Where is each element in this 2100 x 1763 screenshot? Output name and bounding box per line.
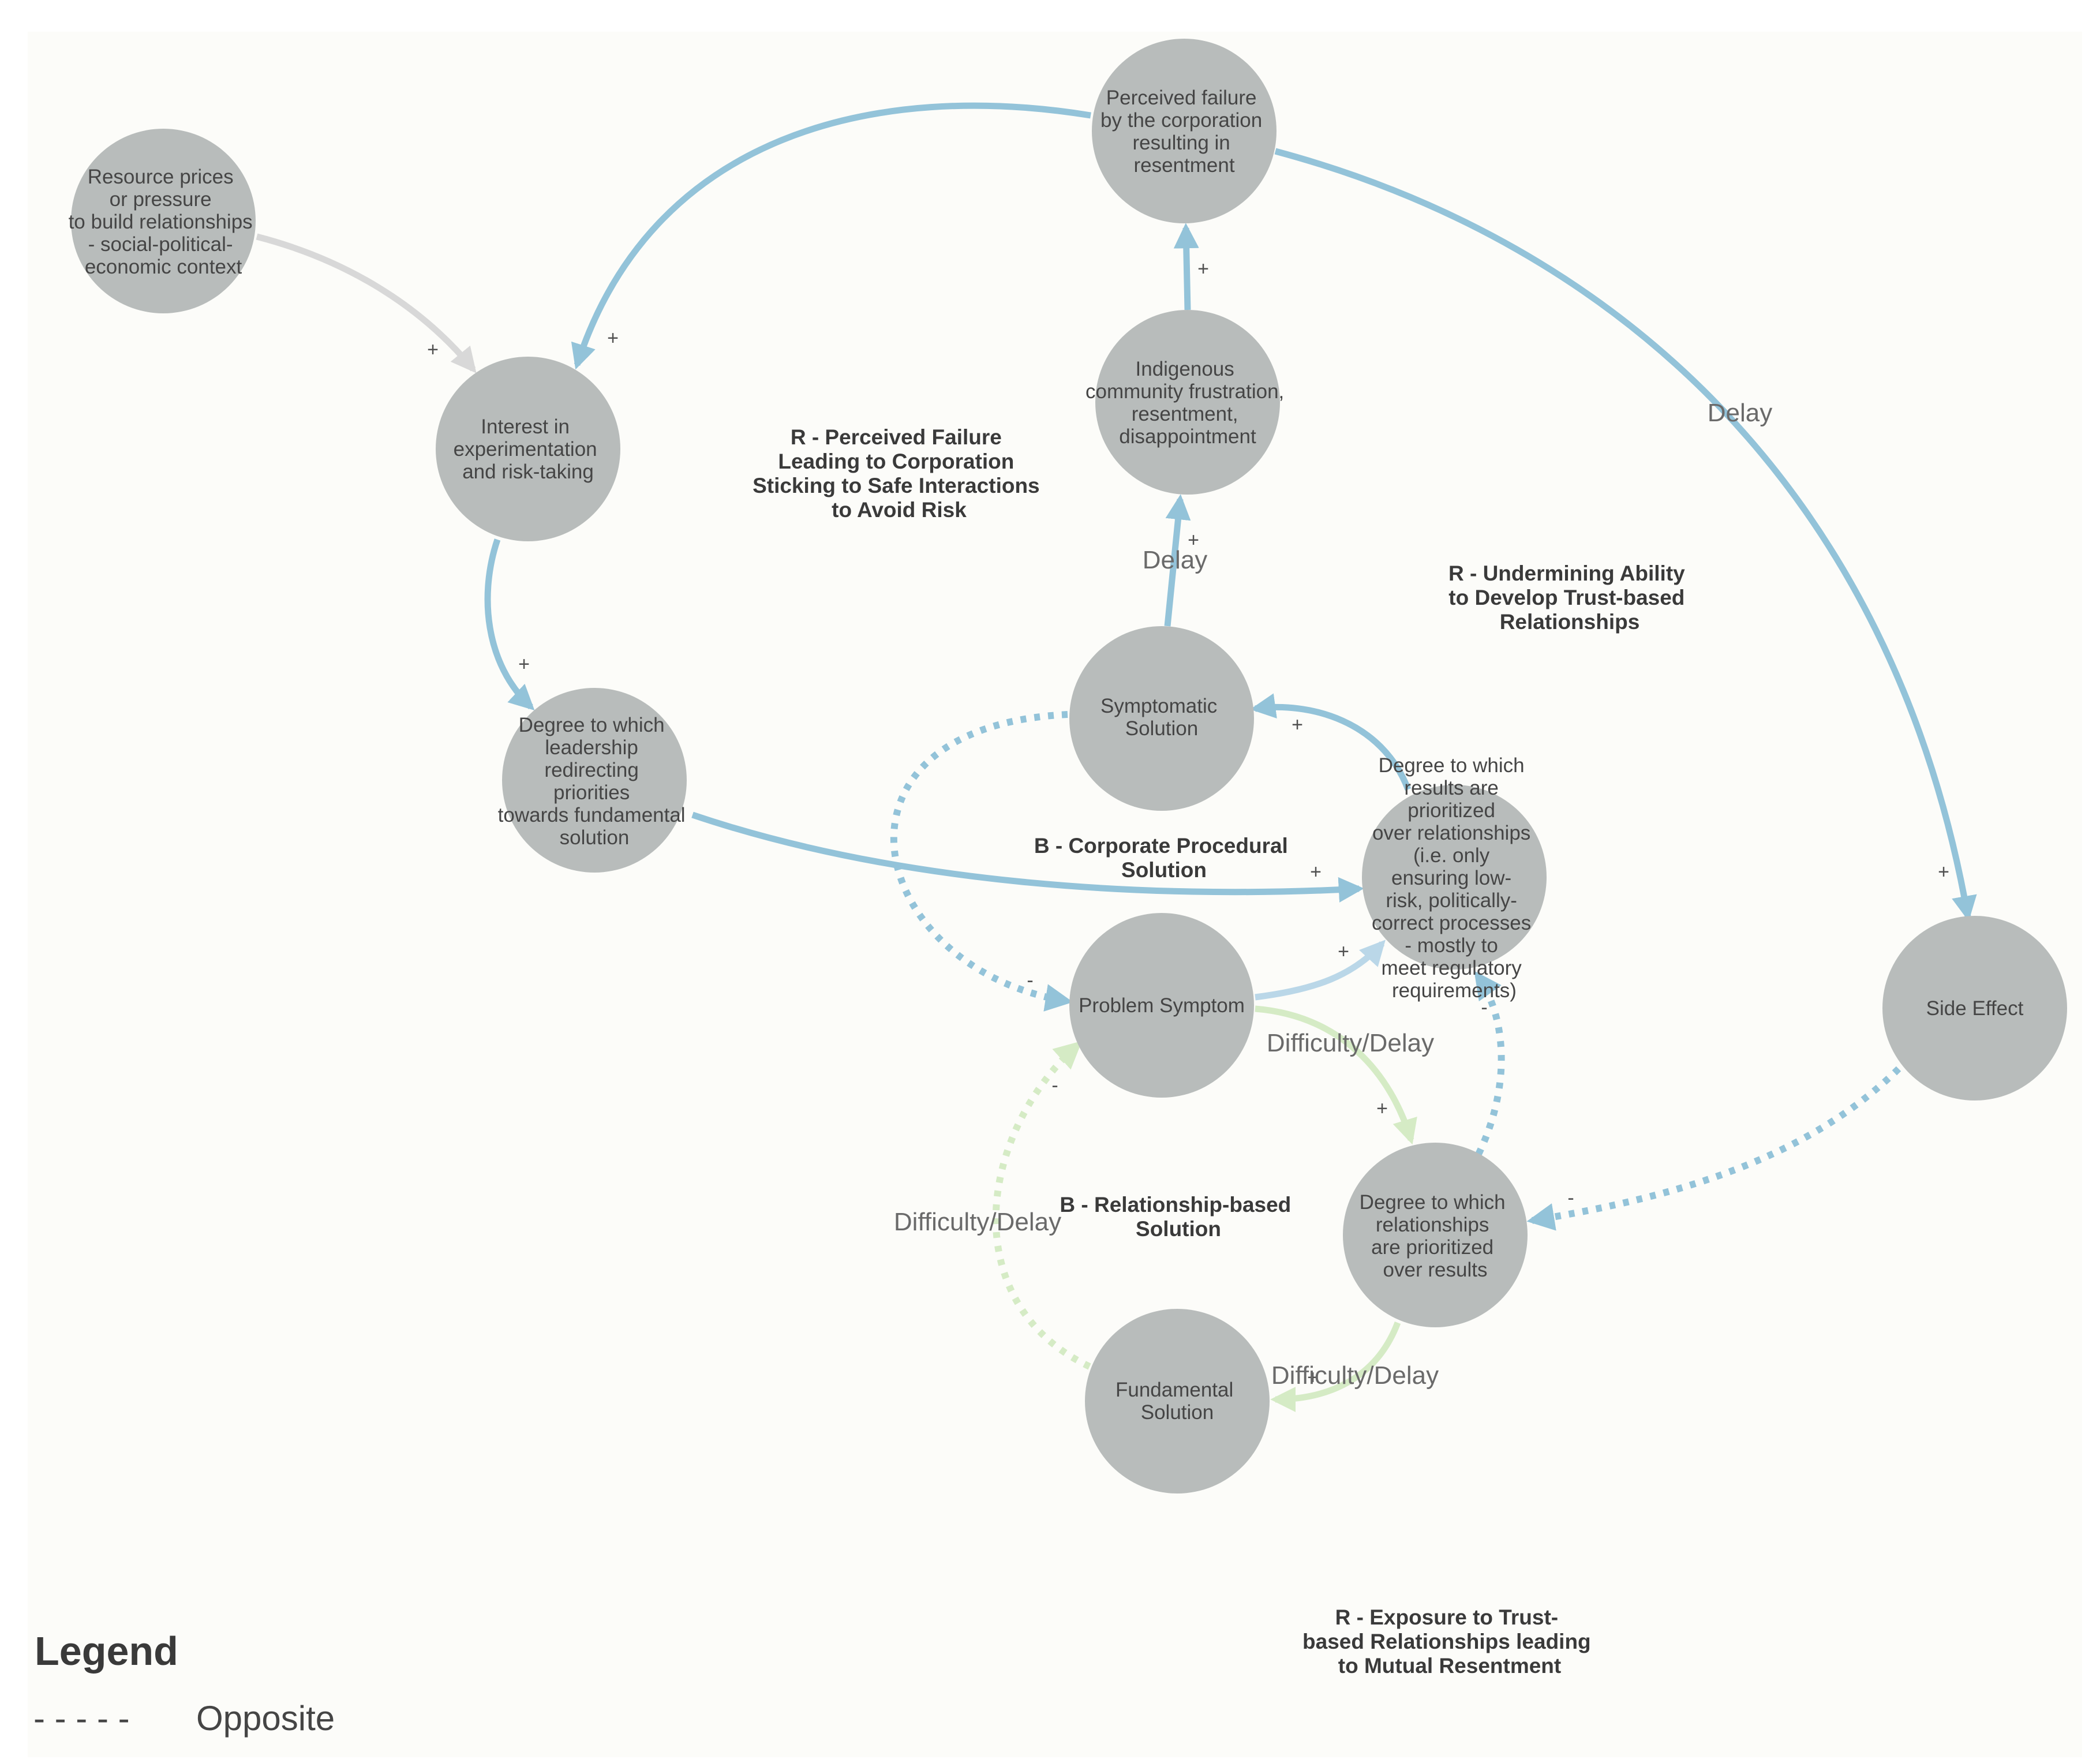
node-side-effect: Side Effect [1882, 916, 2067, 1101]
polarity-side-relationships: - [1567, 1187, 1574, 1209]
node-symptomatic-solution: Symptomatic Solution [1069, 626, 1254, 811]
node-fundamental-solution: Fundamental Solution [1085, 1309, 1270, 1494]
link-indigenous-to-perceived [1173, 223, 1199, 310]
polarity-problem-relationships: + [1376, 1098, 1388, 1120]
node-label: Degree to which relationships are priori… [1360, 1191, 1511, 1281]
node-resource-prices: Resource prices or pressure to build rel… [69, 129, 259, 313]
loop-label-undermining: R - Undermining Ability to Develop Trust… [1448, 562, 1691, 634]
node-relationships-prioritized: Degree to which relationships are priori… [1343, 1143, 1528, 1327]
polarity-symptomatic-indigenous: + [1188, 529, 1199, 551]
link-relationships-to-results [1474, 971, 1505, 1156]
polarity-interest-leadership: + [518, 653, 530, 675]
link-relationships-to-fundamental [1270, 1322, 1401, 1412]
delay-label-fundamental-problem: Difficulty/Delay [894, 1208, 1061, 1236]
polarity-symptomatic-problem: - [1027, 970, 1033, 991]
polarity-perceived-interest: + [607, 327, 619, 349]
link-symptomatic-to-problem [890, 711, 1073, 1012]
link-problem-to-relationships [1255, 1005, 1417, 1145]
node-label: Degree to which results are prioritized … [1372, 754, 1537, 1002]
node-perceived-failure: Perceived failure by the corporation res… [1092, 39, 1277, 223]
delay-label-problem-relationships: Difficulty/Delay [1267, 1029, 1434, 1057]
node-indigenous-frustration: Indigenous community frustration, resent… [1085, 310, 1290, 495]
node-leadership-redirecting: Degree to which leadership redirecting p… [498, 688, 691, 873]
node-label: Interest in experimentation and risk-tak… [454, 416, 603, 483]
delay-label-indigenous: Delay [1143, 546, 1208, 574]
polarity-leadership-results: + [1310, 861, 1322, 883]
link-symptomatic-to-indigenous [1164, 494, 1191, 627]
node-problem-symptom: Problem Symptom [1069, 913, 1254, 1098]
polarity-fundamental-problem: - [1051, 1075, 1058, 1096]
link-leadership-to-results [691, 811, 1364, 903]
link-fundamental-to-problem [992, 1040, 1091, 1370]
loop-label-corporate-procedural: B - Corporate Procedural Solution [1034, 834, 1294, 882]
node-interest-in-experimentation: Interest in experimentation and risk-tak… [436, 357, 620, 541]
node-label: Perceived failure by the corporation res… [1100, 87, 1268, 177]
polarity-problem-results: + [1338, 941, 1349, 963]
legend-dash-sample: - - - - - [33, 1699, 130, 1738]
loop-label-exposure: R - Exposure to Trust- based Relationshi… [1302, 1605, 1597, 1678]
legend-opposite-label: Opposite [196, 1699, 335, 1738]
node-label: Problem Symptom [1079, 994, 1245, 1017]
node-label: Indigenous community frustration, resent… [1085, 358, 1290, 448]
link-problem-to-results [1255, 939, 1386, 1001]
polarity-results-symptomatic: + [1292, 714, 1303, 736]
link-side-effect-to-relationships [1526, 1066, 1901, 1231]
node-results-prioritized: Degree to which results are prioritized … [1362, 754, 1547, 1002]
node-label: Fundamental Solution [1115, 1379, 1239, 1424]
delay-label-relationships-fundamental: Difficulty/Delay [1271, 1361, 1439, 1390]
polarity-side-effect: + [1938, 861, 1949, 883]
link-results-to-symptomatic [1250, 693, 1412, 791]
node-label: Degree to which leadership redirecting p… [498, 714, 691, 849]
polarity-indigenous-perceived: + [1197, 258, 1209, 280]
link-interest-to-leadership [484, 538, 535, 711]
loop-label-perceived-failure: R - Perceived Failure Leading to Corpora… [753, 425, 1046, 522]
node-label: Resource prices or pressure to build rel… [69, 166, 259, 278]
link-resource-to-interest [256, 233, 477, 373]
polarity-relationships-results: - [1481, 997, 1487, 1019]
legend-title: Legend [35, 1629, 178, 1674]
canvas-background [28, 32, 2082, 1757]
link-perceived-to-side-effect [1274, 148, 1977, 922]
link-perceived-to-interest [571, 102, 1091, 370]
delay-label-side-effect: Delay [1708, 399, 1773, 427]
loop-label-relationship-based: B - Relationship-based Solution [1060, 1193, 1297, 1241]
node-label: Side Effect [1926, 997, 2024, 1020]
polarity-resource-interest: + [427, 339, 439, 361]
polarity-relationships-fundamental: + [1307, 1367, 1319, 1388]
node-label: Symptomatic Solution [1100, 695, 1223, 740]
